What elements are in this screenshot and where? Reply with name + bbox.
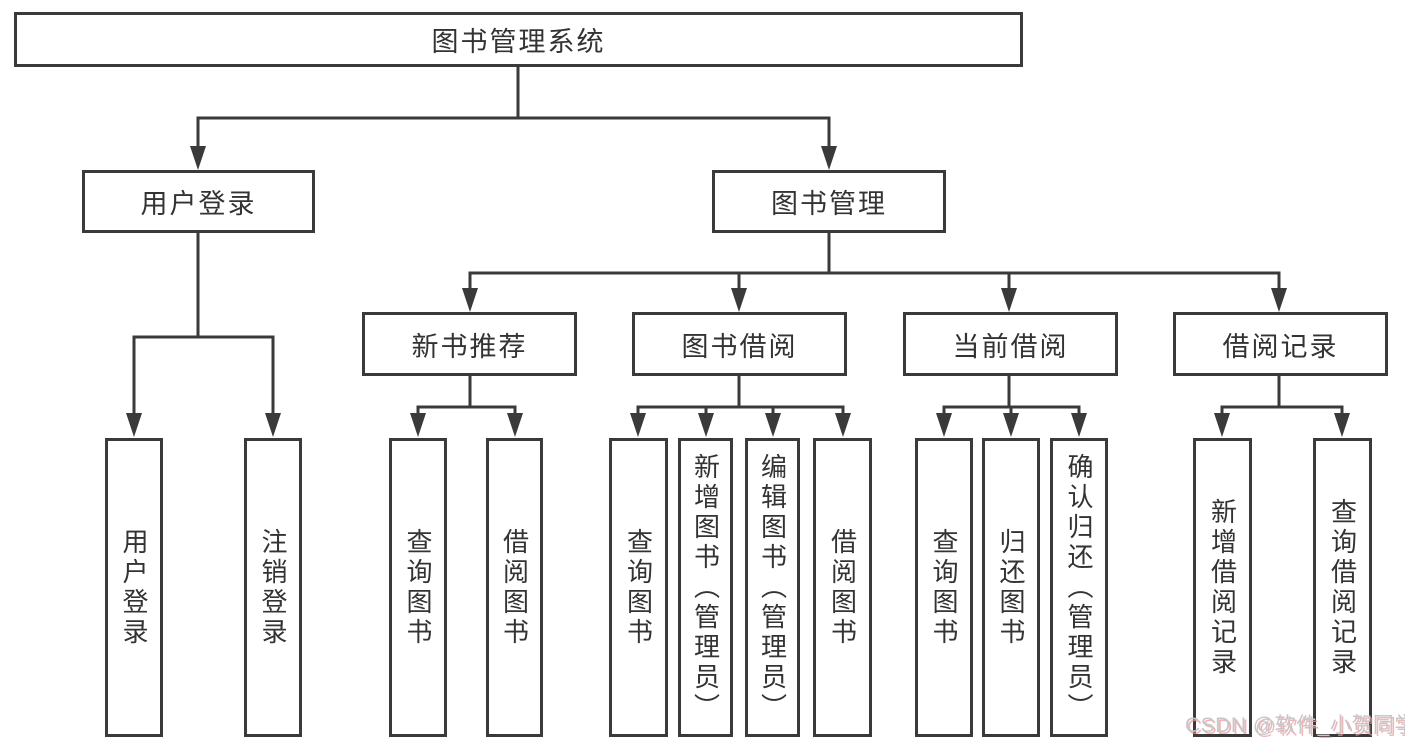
node-label: 查询图书 xyxy=(929,527,959,648)
leaf-query-books-current: 查询图书 xyxy=(915,438,973,737)
node-label: 查询借阅记录 xyxy=(1327,497,1358,678)
leaf-edit-books-admin: 编辑图书（管理员） xyxy=(745,438,800,737)
leaf-borrow-books: 借阅图书 xyxy=(813,438,872,737)
node-borrow-records: 借阅记录 xyxy=(1173,312,1388,376)
node-label: 查询图书 xyxy=(403,527,433,648)
node-root-library-management-system: 图书管理系统 xyxy=(14,12,1023,67)
node-book-management: 图书管理 xyxy=(712,170,946,233)
node-label: 归还图书 xyxy=(996,527,1026,648)
leaf-return-books: 归还图书 xyxy=(982,438,1040,737)
node-new-book-recommend: 新书推荐 xyxy=(362,312,577,376)
node-book-borrow: 图书借阅 xyxy=(632,312,847,376)
node-label: 图书管理 xyxy=(771,189,887,219)
node-label: 用户登录 xyxy=(140,189,257,219)
leaf-user-login: 用户登录 xyxy=(105,438,163,737)
node-label: 注销登录 xyxy=(258,527,288,648)
leaf-add-borrow-record: 新增借阅记录 xyxy=(1193,438,1252,737)
node-label: 图书管理系统 xyxy=(431,27,606,57)
node-label: 新增借阅记录 xyxy=(1207,497,1238,678)
node-label: 确认归还（管理员） xyxy=(1064,452,1094,723)
node-label: 新增图书（管理员） xyxy=(690,452,721,723)
leaf-confirm-return-admin: 确认归还（管理员） xyxy=(1050,438,1108,737)
leaf-query-books-recommend: 查询图书 xyxy=(389,438,447,737)
leaf-add-books-admin: 新增图书（管理员） xyxy=(678,438,733,737)
node-label: 编辑图书（管理员） xyxy=(757,452,788,723)
node-label: 图书借阅 xyxy=(681,331,798,362)
node-label: 借阅记录 xyxy=(1222,331,1339,362)
node-current-borrow: 当前借阅 xyxy=(903,312,1118,376)
watermark: CSDN @软件_小贺同学 xyxy=(1185,714,1405,737)
leaf-query-books-borrow: 查询图书 xyxy=(609,438,668,737)
node-label: 查询图书 xyxy=(623,527,654,648)
node-label: 当前借阅 xyxy=(952,331,1069,362)
node-label: 借阅图书 xyxy=(499,527,530,648)
leaf-borrow-books-recommend: 借阅图书 xyxy=(486,438,543,737)
node-label: 新书推荐 xyxy=(411,331,528,362)
leaf-logout: 注销登录 xyxy=(244,438,302,737)
node-label: 借阅图书 xyxy=(827,527,858,648)
node-label: 用户登录 xyxy=(119,527,149,648)
leaf-query-borrow-record: 查询借阅记录 xyxy=(1313,438,1372,737)
node-user-login: 用户登录 xyxy=(82,170,315,233)
